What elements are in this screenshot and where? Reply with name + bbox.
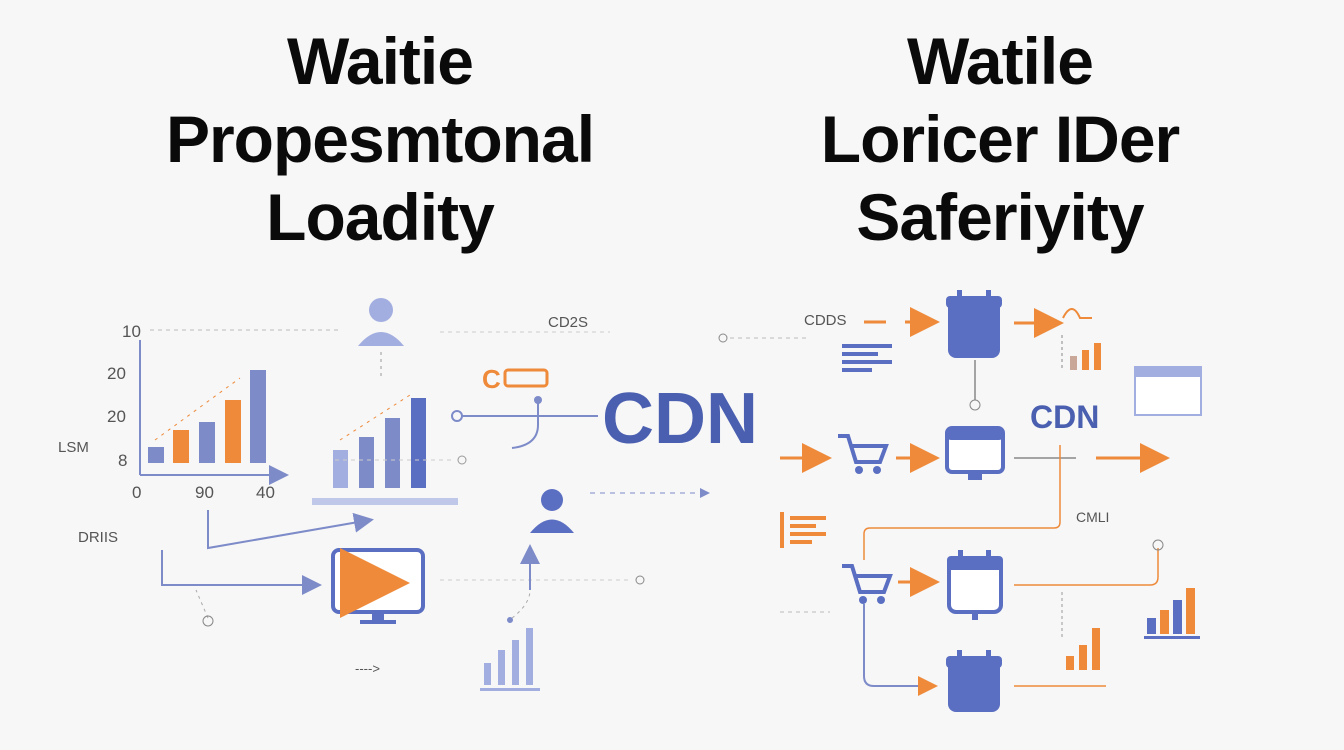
node-dot [635, 575, 645, 585]
badge-letter: C [482, 364, 501, 394]
bar [385, 418, 400, 488]
lower-label: DRIIS [78, 529, 118, 546]
connector [863, 445, 1061, 560]
node-dot [718, 333, 728, 343]
y-tick-2: 20 [107, 364, 126, 383]
left-bar-chart-icon [312, 394, 458, 505]
bar [411, 398, 426, 488]
bar-chart-icon [1061, 335, 1101, 370]
cdn-large-label: CDN [602, 379, 758, 459]
monitor-icon [945, 426, 1005, 480]
node-dot [1152, 539, 1164, 551]
bar [250, 370, 266, 463]
chart-base [312, 498, 458, 505]
connector [195, 589, 209, 619]
y-tick-1: 10 [122, 322, 141, 341]
connector [863, 604, 938, 696]
node-dot [451, 410, 463, 422]
x-tick-2: 90 [195, 483, 214, 502]
trend-line [154, 377, 241, 441]
node-dot [507, 617, 513, 623]
right-mid-label: CMLI [1076, 509, 1109, 525]
calendar-icon [946, 650, 1002, 712]
window-icon [1134, 366, 1202, 416]
title-right-line2: Loricer IDer [820, 102, 1180, 176]
bar [173, 430, 189, 463]
list-icon [780, 512, 826, 548]
node-dot [457, 455, 467, 465]
title-left-line1: Waitie [287, 24, 474, 98]
bar [199, 422, 215, 463]
node-dot [534, 396, 542, 404]
title-right: Watile Loricer IDer Saferiyity [700, 22, 1300, 256]
calendar-icon [947, 550, 1003, 620]
bottom-label: ----> [355, 661, 380, 676]
user-icon [358, 298, 404, 346]
badge-icon: C [482, 364, 549, 394]
x-tick-3: 40 [256, 483, 275, 502]
cart-icon [838, 434, 889, 474]
connector [161, 550, 322, 595]
bar-chart-icon [480, 628, 540, 691]
title-right-line1: Watile [907, 24, 1094, 98]
cdn-small-label: CDN [1030, 399, 1099, 435]
title-left-line2: Propesmtonal [165, 102, 595, 176]
cart-icon [842, 564, 893, 604]
bar [359, 437, 374, 488]
node-dot [969, 399, 981, 411]
right-top-label: CDDS [804, 312, 847, 329]
list-icon [842, 344, 892, 372]
left-chart: 10 20 20 8 LSM 0 90 40 [58, 322, 340, 502]
connector [1014, 548, 1159, 586]
y-tick-4: 8 [118, 451, 127, 470]
bar [148, 447, 164, 463]
title-left-line3: Loadity [266, 180, 495, 254]
monitor-icon [331, 548, 425, 624]
bar-chart-icon [1144, 588, 1200, 639]
link-icon [1062, 308, 1092, 319]
top-label: CD2S [548, 314, 588, 331]
x-tick-1: 0 [132, 483, 141, 502]
title-left: Waitie Propesmtonal Loadity [70, 22, 690, 256]
connector [207, 510, 374, 550]
bar-chart-icon [1066, 628, 1100, 670]
bar [225, 400, 241, 463]
title-right-line3: Saferiyity [856, 180, 1144, 254]
connector [511, 400, 539, 449]
trend-line [339, 394, 411, 441]
y-tick-3: 20 [107, 407, 126, 426]
connector [511, 589, 531, 619]
bar [333, 450, 348, 488]
side-label: LSM [58, 439, 89, 456]
node-dot [202, 615, 214, 627]
calendar-icon [946, 290, 1002, 358]
user-icon [530, 489, 574, 533]
